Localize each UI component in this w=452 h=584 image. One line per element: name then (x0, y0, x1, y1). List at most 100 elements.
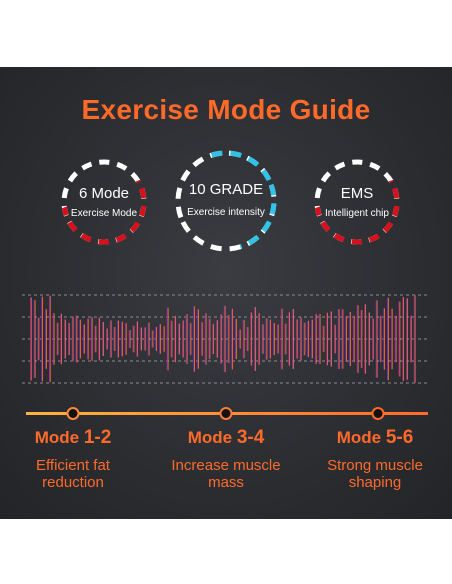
wave-bar (60, 313, 62, 365)
wave-bar (30, 297, 32, 381)
wave-bar (121, 321, 123, 357)
wave-bar (406, 298, 408, 380)
wave-bar (140, 327, 142, 351)
mode-range: 1-2 (83, 427, 112, 448)
wave-bar (64, 319, 66, 359)
wave-bar (182, 320, 184, 358)
wave-bar (159, 324, 161, 354)
timeline-marker-1 (66, 407, 80, 420)
wave-bar (239, 329, 241, 349)
wave-bar (391, 308, 393, 370)
wave-bar (189, 323, 192, 355)
wave-bar (147, 322, 150, 356)
badge-six-mode: 6 Mode Exercise Mode (57, 155, 151, 249)
wave-bar (292, 309, 294, 369)
mode-description-line2: mass (208, 474, 244, 491)
mode-group-1: Mode 1-2 Efficient fat reduction (0, 427, 148, 491)
badge-subtitle: Exercise intensity (187, 207, 265, 218)
wave-bar (204, 313, 207, 365)
mode-description-line2: reduction (42, 474, 104, 491)
wave-bar (330, 311, 332, 367)
wave-bar (410, 315, 412, 363)
guide-panel: Exercise Mode Guide 6 Mode Exercise Mode… (0, 67, 452, 519)
wave-bar (341, 309, 344, 369)
wave-bar (307, 320, 309, 358)
wave-bar (337, 309, 340, 369)
mode-group-2: Mode 3-4 Increase muscle mass (143, 427, 309, 491)
wave-bar (155, 327, 157, 351)
badge-title: EMS (340, 185, 374, 202)
wave-bar (379, 315, 382, 363)
wave-bar (299, 317, 302, 361)
wave-bar (87, 318, 89, 360)
wave-bar (375, 300, 378, 378)
wave-bar (83, 324, 85, 354)
wave-bar (49, 295, 51, 383)
mode-description-line1: Strong muscle (327, 457, 423, 474)
wave-bar (79, 319, 81, 359)
wave-bar (178, 323, 180, 355)
wave-bar (353, 315, 355, 363)
wave-bar (174, 315, 176, 363)
wave-bar (383, 308, 385, 370)
wave-bar (254, 307, 256, 371)
wave-bar (144, 327, 146, 351)
wave-bar (71, 316, 74, 362)
wave-bar (349, 312, 351, 366)
wave-bar (132, 325, 135, 353)
wave-bar (402, 297, 404, 381)
wave-bar (136, 321, 138, 357)
wave-bar (163, 326, 165, 352)
wave-bar (75, 315, 78, 363)
wave-bar (185, 314, 188, 364)
wave-bar (94, 325, 97, 353)
wave-bar (258, 313, 260, 365)
wave-bar (356, 305, 359, 373)
wave-bar (98, 317, 100, 361)
wave-bar (201, 322, 203, 356)
wave-bar (303, 322, 306, 356)
wave-bar (284, 323, 287, 355)
wave-bar (151, 330, 154, 348)
wave-bar (288, 312, 290, 366)
mode-label: Mode (336, 428, 386, 447)
mode-label: Mode (34, 428, 84, 447)
wave-bar (68, 322, 70, 356)
wave-bar (166, 307, 169, 371)
wave-bar (326, 312, 328, 366)
wave-bar (216, 320, 218, 358)
wave-bar (261, 324, 264, 354)
wave-bar (269, 319, 271, 359)
wave-bar (197, 309, 199, 369)
timeline-marker-3 (371, 407, 385, 420)
mode-timeline (26, 407, 428, 420)
waveform-graphic (22, 294, 430, 384)
wave-bar (113, 326, 116, 352)
wave-bar (311, 319, 313, 359)
timeline-marker-2 (219, 407, 233, 420)
wave-bar (368, 312, 370, 366)
mode-label: Mode (187, 428, 237, 447)
wave-bar (56, 322, 59, 356)
mode-description-line2: shaping (348, 474, 402, 491)
wave-bar (90, 317, 93, 361)
wave-bar (106, 328, 108, 350)
wave-bar (246, 326, 249, 352)
wave-bar (102, 321, 104, 357)
wave-bar (212, 323, 214, 355)
mode-range: 5-6 (385, 427, 414, 448)
wave-bar (41, 296, 43, 382)
wave-bar (318, 314, 321, 364)
wave-bar (242, 319, 245, 359)
wave-bar (193, 306, 195, 372)
wave-bar (208, 318, 211, 360)
badge-subtitle: Exercise Mode (70, 208, 138, 219)
badge-title: 10 GRADE (188, 181, 264, 198)
wave-bar (52, 313, 55, 365)
wave-bar (235, 318, 237, 360)
wave-bar (45, 309, 47, 369)
wave-bar (387, 297, 389, 381)
wave-bar (345, 316, 347, 362)
mode-description-line1: Increase muscle (171, 457, 281, 474)
badge-ten-grade: 10 GRADE Exercise intensity (170, 145, 282, 257)
